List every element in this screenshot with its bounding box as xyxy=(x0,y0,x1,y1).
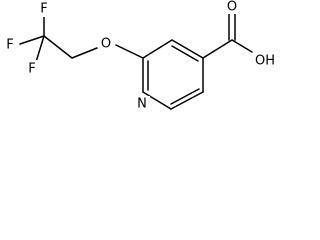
bond-c6-c5 xyxy=(170,91,204,110)
bond-cf3-ch2 xyxy=(43,35,73,59)
atom-fluorine-bottom: F xyxy=(28,62,35,77)
atom-ring-nitrogen: N xyxy=(137,97,147,112)
bond-c3-c2 xyxy=(142,39,173,59)
bond-c-oh xyxy=(231,39,253,53)
atom-fluorine-left: F xyxy=(6,38,13,53)
molecule-drawing: F F F O N O OH xyxy=(3,0,277,112)
bond-c4-c3-double xyxy=(171,45,199,62)
bond-n1-c6 xyxy=(142,91,172,110)
atom-fluorine-top: F xyxy=(40,2,47,17)
bonds xyxy=(19,13,253,110)
bond-cf3-f-bottom xyxy=(35,35,45,63)
atom-ether-oxygen: O xyxy=(101,37,111,52)
atom-labels: F F F O N O OH xyxy=(3,0,277,112)
atom-carbonyl-oxygen: O xyxy=(227,0,237,15)
structure-diagram: F F F O N O OH xyxy=(3,0,277,112)
bond-c4-c3 xyxy=(171,39,204,59)
bond-ch2-o xyxy=(71,47,98,59)
bond-o-c2 xyxy=(115,44,144,59)
atom-hydroxyl: OH xyxy=(255,54,275,69)
bond-c4-cooh xyxy=(202,39,233,59)
bond-c6-c5-double xyxy=(170,88,200,105)
bond-cf3-f-left xyxy=(19,35,45,45)
